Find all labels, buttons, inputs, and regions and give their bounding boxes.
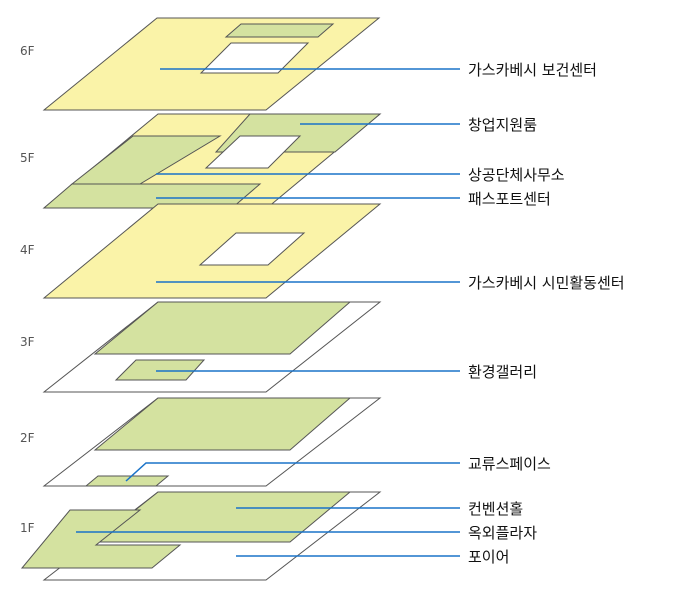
floor-6f: 6F bbox=[20, 17, 381, 111]
floor-1f: 1F bbox=[20, 491, 382, 581]
floor-2f: 2F bbox=[20, 397, 382, 487]
facility-label-passport-center: 패스포트센터 bbox=[468, 190, 551, 208]
floor-2f-hall bbox=[93, 397, 352, 451]
leader-exchange-space bbox=[125, 462, 460, 482]
floor-4f-void bbox=[198, 232, 306, 266]
floor-6f-void bbox=[199, 42, 310, 74]
floor-label-6f: 6F bbox=[20, 44, 35, 58]
facility-label-convention-hall: 컨벤션홀 bbox=[468, 500, 523, 518]
floor-6f-room bbox=[224, 23, 335, 38]
floor-label-2f: 2F bbox=[20, 431, 35, 445]
floor-3f: 3F bbox=[20, 301, 382, 393]
floor-3f-gallery bbox=[114, 359, 206, 381]
floor-4f: 4F bbox=[20, 203, 382, 299]
floor-5f-void bbox=[204, 135, 302, 169]
floor-4f-slab bbox=[42, 203, 382, 299]
floor-label-3f: 3F bbox=[20, 335, 35, 349]
floor-label-1f: 1F bbox=[20, 521, 35, 535]
facility-label-exchange-space: 교류스페이스 bbox=[468, 455, 551, 473]
floor-label-4f: 4F bbox=[20, 243, 35, 257]
facility-label-health-center: 가스카베시 보건센터 bbox=[468, 61, 597, 79]
facility-label-citizen-center: 가스카베시 시민활동센터 bbox=[468, 274, 625, 292]
floor-3f-hall bbox=[93, 301, 352, 355]
floor-label-5f: 5F bbox=[20, 151, 35, 165]
facility-label-startup-room: 창업지원룸 bbox=[468, 116, 537, 134]
facility-label-gallery: 환경갤러리 bbox=[468, 363, 537, 381]
facility-labels: 가스카베시 보건센터 창업지원룸 상공단체사무소 패스포트센터 가스카베시 시민… bbox=[468, 61, 625, 566]
facility-label-foyer: 포이어 bbox=[468, 548, 509, 566]
facility-label-chamber-office: 상공단체사무소 bbox=[468, 166, 565, 184]
facility-label-outdoor-plaza: 옥외플라자 bbox=[468, 524, 537, 542]
floor-5f: 5F bbox=[20, 113, 382, 209]
leader-lines bbox=[76, 68, 460, 557]
floor-1f-outdoor-plaza bbox=[20, 509, 182, 569]
